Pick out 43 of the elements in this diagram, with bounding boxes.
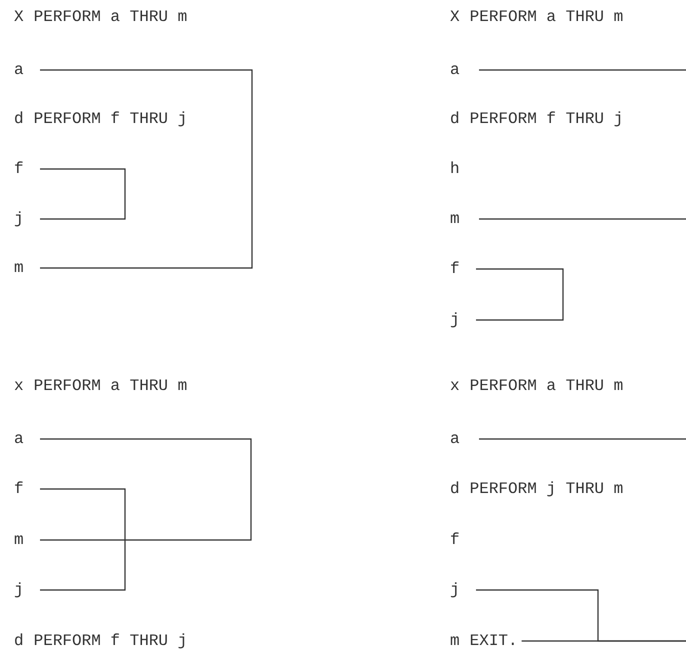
flow-line xyxy=(522,640,686,642)
paragraph-name: d xyxy=(14,632,24,650)
statement-text: PERFORM f THRU j xyxy=(34,110,188,128)
paragraph-name: j xyxy=(450,581,460,599)
range-bracket xyxy=(40,69,253,269)
paragraph-name: m xyxy=(450,210,460,228)
statement-text: PERFORM a THRU m xyxy=(34,377,188,395)
paragraph-name: a xyxy=(450,61,460,79)
paragraph-name: a xyxy=(14,430,24,448)
paragraph-name: f xyxy=(14,480,24,498)
paragraph-name: d xyxy=(14,110,24,128)
flow-line xyxy=(479,438,686,440)
paragraph-name: X xyxy=(14,8,24,26)
flow-line xyxy=(479,69,686,71)
range-bracket xyxy=(40,168,126,220)
paragraph-name: f xyxy=(14,160,24,178)
paragraph-name: m xyxy=(14,531,24,549)
paragraph-name: a xyxy=(14,61,24,79)
range-bracket xyxy=(40,488,126,591)
range-bracket xyxy=(476,268,564,321)
statement-text: PERFORM a THRU m xyxy=(34,8,188,26)
paragraph-name: x xyxy=(450,377,460,395)
paragraph-name: h xyxy=(450,160,460,178)
paragraph-name: a xyxy=(450,430,460,448)
statement-text: PERFORM f THRU j xyxy=(34,632,188,650)
flow-line xyxy=(479,218,686,220)
paragraph-name: x xyxy=(14,377,24,395)
statement-text: PERFORM a THRU m xyxy=(470,8,624,26)
statement-text: PERFORM j THRU m xyxy=(470,480,624,498)
paragraph-name: X xyxy=(450,8,460,26)
paragraph-name: f xyxy=(450,260,460,278)
paragraph-name: d xyxy=(450,480,460,498)
paragraph-name: j xyxy=(14,581,24,599)
range-bracket xyxy=(40,438,252,541)
paragraph-name: f xyxy=(450,531,460,549)
paragraph-name: d xyxy=(450,110,460,128)
paragraph-name: j xyxy=(450,311,460,329)
statement-text: EXIT. xyxy=(470,632,518,650)
paragraph-name: j xyxy=(14,210,24,228)
paragraph-name: m xyxy=(450,632,460,650)
paragraph-name: m xyxy=(14,259,24,277)
statement-text: PERFORM f THRU j xyxy=(470,110,624,128)
statement-text: PERFORM a THRU m xyxy=(470,377,624,395)
